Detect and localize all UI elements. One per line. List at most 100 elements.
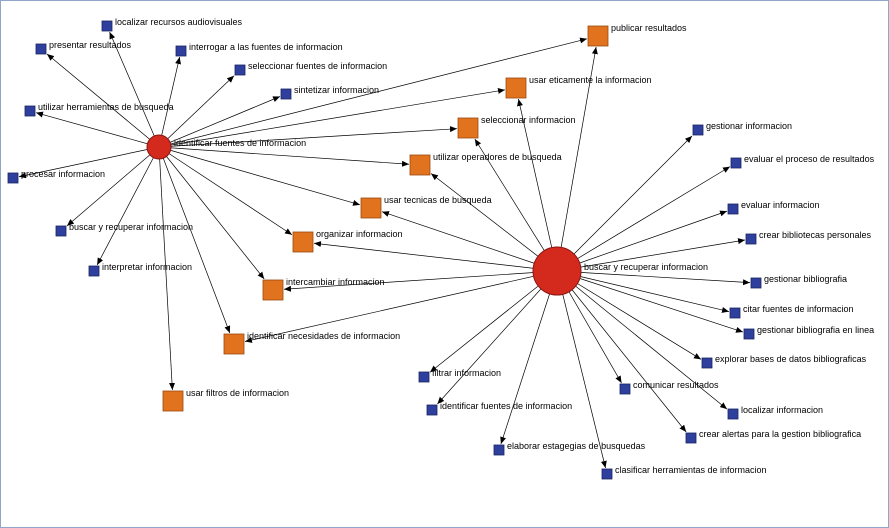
node-label-b11: comunicar resultados [633, 380, 719, 390]
node-label-b2: evaluar el proceso de resultados [744, 154, 875, 164]
edge-hubA-nec [158, 146, 231, 334]
nodes-layer [7, 20, 762, 480]
edge-hubB-b12 [556, 270, 607, 469]
node-label-b15: filtrar informacion [432, 368, 501, 378]
node-label-ope: utilizar operadores de busqueda [433, 152, 562, 162]
hub-node-hubB[interactable] [532, 246, 582, 296]
leaf-node-b3[interactable] [727, 203, 739, 215]
edge-hubB-b2 [556, 166, 731, 272]
edge-hubA-a6 [35, 111, 160, 148]
node-label-a2: presentar resultados [49, 40, 132, 50]
leaf-node-a8[interactable] [55, 225, 67, 237]
leaf-node-a7[interactable] [7, 172, 19, 184]
edge-hubA-a1 [109, 31, 160, 148]
edge-hubA-sel [158, 126, 458, 148]
edge-hubB-b7 [556, 270, 744, 333]
edge-hubA-etic [158, 87, 506, 148]
leaf-node-b11[interactable] [619, 383, 631, 395]
edge-hubB-b9 [556, 270, 728, 410]
edge-hubB-nec [244, 270, 558, 343]
node-label-b4: crear bibliotecas personales [759, 230, 872, 240]
edge-hubB-b1 [556, 135, 693, 272]
shared-node-pub[interactable] [587, 25, 609, 47]
node-label-a8: buscar y recuperar informacion [69, 222, 193, 232]
leaf-node-b7[interactable] [743, 328, 755, 340]
edge-hubB-b3 [556, 210, 728, 272]
leaf-node-b14[interactable] [426, 404, 438, 416]
leaf-node-a2[interactable] [35, 43, 47, 55]
edge-hubB-b10 [556, 270, 687, 433]
edge-hubA-a2 [46, 53, 160, 148]
node-label-a9: interpretar informacion [102, 262, 192, 272]
node-label-b13: elaborar estagegias de busquedas [507, 441, 646, 451]
node-label-a6: utilizar herramientas de busqueda [38, 102, 174, 112]
leaf-node-b2[interactable] [730, 157, 742, 169]
leaf-node-b5[interactable] [750, 277, 762, 289]
leaf-node-a4[interactable] [234, 64, 246, 76]
node-label-hubA: identificar fuentes de informacion [174, 138, 306, 148]
leaf-node-b9[interactable] [727, 408, 739, 420]
node-label-b3: evaluar informacion [741, 200, 820, 210]
node-label-b8: explorar bases de datos bibliograficas [715, 354, 867, 364]
edge-hubB-b14 [437, 270, 558, 405]
node-label-etic: usar eticamente la informacion [529, 75, 652, 85]
edge-hubB-b15 [429, 270, 558, 373]
edge-hubA-a7 [18, 146, 160, 179]
leaf-node-a9[interactable] [88, 265, 100, 277]
edge-hubB-b6 [556, 270, 730, 313]
edge-hubA-a3 [158, 56, 181, 148]
node-label-tec: usar tecnicas de busqueda [384, 195, 492, 205]
node-label-a7: procesar informacion [21, 169, 105, 179]
edge-hubA-ope [158, 146, 410, 167]
node-label-b9: localizar informacion [741, 405, 823, 415]
node-label-sel: seleccionar informacion [481, 115, 576, 125]
edge-hubB-etic [517, 98, 558, 272]
edge-hubA-org [158, 146, 293, 236]
edge-hubA-tec [158, 146, 361, 206]
node-label-pub: publicar resultados [611, 23, 687, 33]
leaf-node-b13[interactable] [493, 444, 505, 456]
shared-node-ope[interactable] [409, 154, 431, 176]
leaf-node-a1[interactable] [101, 20, 113, 32]
shared-node-fil[interactable] [162, 390, 184, 412]
edges-layer [18, 31, 751, 469]
shared-node-sel[interactable] [457, 117, 479, 139]
leaf-node-b6[interactable] [729, 307, 741, 319]
edge-hubB-ope [430, 173, 558, 272]
leaf-node-b8[interactable] [701, 357, 713, 369]
node-label-a4: seleccionar fuentes de informacion [248, 61, 387, 71]
leaf-node-b1[interactable] [692, 124, 704, 136]
edge-hubA-pub [158, 37, 588, 148]
leaf-node-a6[interactable] [24, 105, 36, 117]
edge-hubB-b13 [500, 270, 558, 445]
leaf-node-b4[interactable] [745, 233, 757, 245]
leaf-node-b10[interactable] [685, 432, 697, 444]
node-label-b6: citar fuentes de informacion [743, 304, 854, 314]
edge-hubB-sel [474, 138, 558, 272]
edge-hubA-a5 [158, 96, 281, 148]
node-label-a5: sintetizar informacion [294, 85, 379, 95]
node-label-org: organizar informacion [316, 229, 403, 239]
node-label-a3: interrogar a las fuentes de informacion [189, 42, 343, 52]
shared-node-org[interactable] [292, 231, 314, 253]
edge-hubA-fil [158, 146, 176, 391]
shared-node-etic[interactable] [505, 77, 527, 99]
edge-hubB-inter [283, 270, 558, 292]
edge-hubA-inter [158, 146, 265, 280]
leaf-node-b12[interactable] [601, 468, 613, 480]
edge-hubA-a4 [158, 75, 235, 148]
leaf-node-b15[interactable] [418, 371, 430, 383]
shared-node-tec[interactable] [360, 197, 382, 219]
node-label-inter: intercambiar informacion [286, 277, 385, 287]
edge-hubA-a9 [96, 146, 160, 266]
node-label-nec: identificar necesidades de informacion [247, 331, 400, 341]
shared-node-nec[interactable] [223, 333, 245, 355]
edge-hubB-b4 [556, 238, 746, 272]
leaf-node-a5[interactable] [280, 88, 292, 100]
hub-node-hubA[interactable] [146, 134, 172, 160]
edge-hubB-tec [381, 211, 558, 272]
leaf-node-a3[interactable] [175, 45, 187, 57]
edge-hubB-pub [556, 46, 598, 272]
node-label-b12: clasificar herramientas de informacion [615, 465, 767, 475]
shared-node-inter[interactable] [262, 279, 284, 301]
